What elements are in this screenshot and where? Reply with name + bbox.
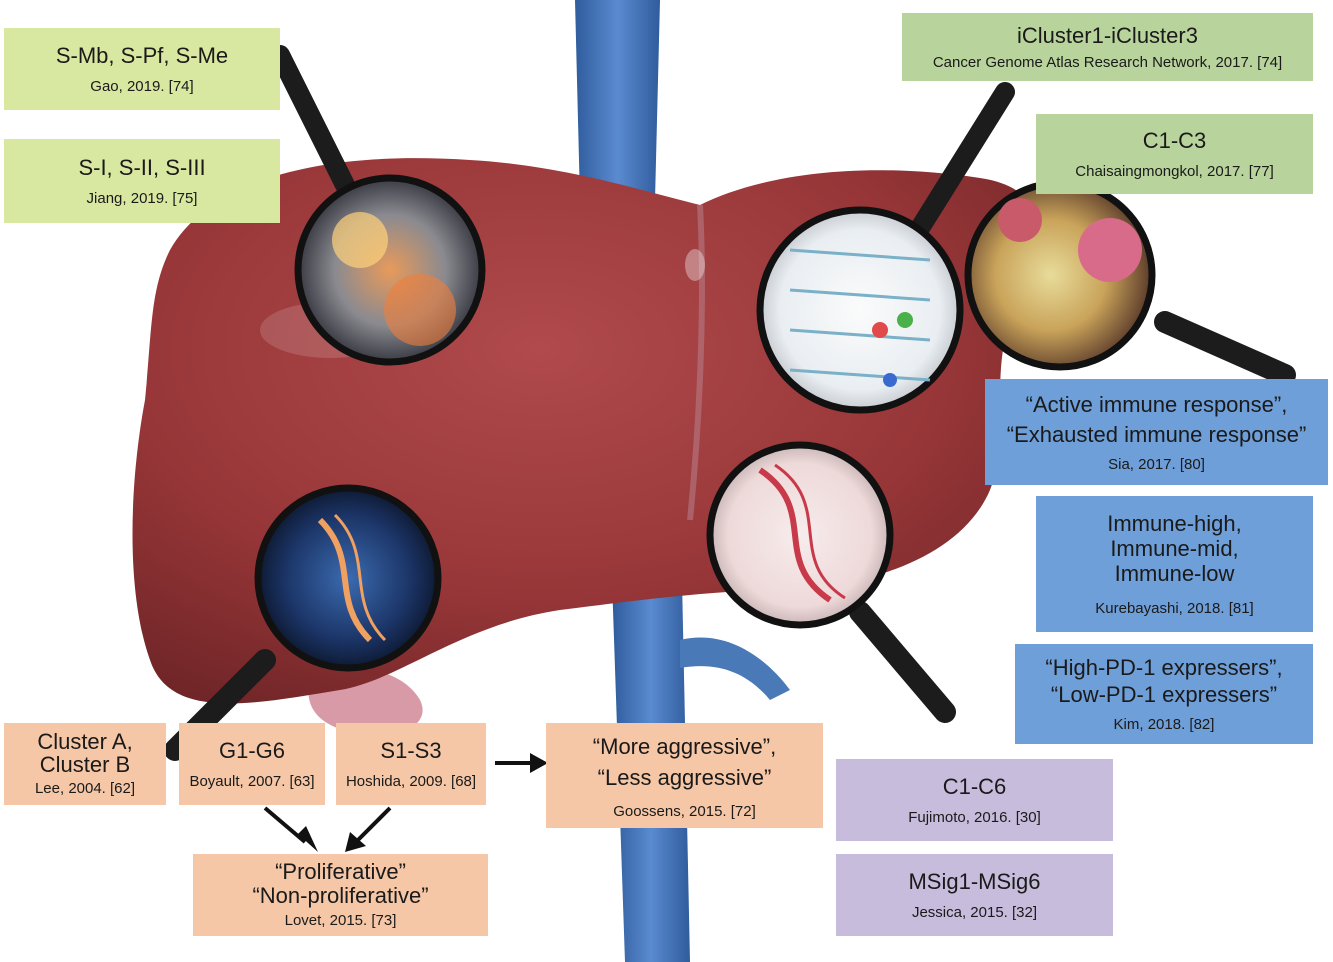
subtype-title: S-I, S-II, S-III <box>78 154 206 180</box>
subtype-box-hoshida: S1-S3 Hoshida, 2009. [68] <box>336 723 486 805</box>
subtype-box-fujimoto: C1-C6 Fujimoto, 2016. [30] <box>836 759 1113 841</box>
subtype-title: C1-C6 <box>942 773 1007 799</box>
subtype-box-icluster: iCluster1-iCluster3 Cancer Genome Atlas … <box>902 13 1313 81</box>
subtype-title: “Active immune response”, “Exhausted imm… <box>1006 392 1307 447</box>
subtype-title: “High-PD-1 expressers”, “Low-PD-1 expres… <box>1045 655 1283 707</box>
citation: Boyault, 2007. [63] <box>189 772 315 790</box>
subtype-title: Cluster A, Cluster B <box>37 729 133 777</box>
subtype-box-jessica: MSig1-MSig6 Jessica, 2015. [32] <box>836 854 1113 936</box>
subtype-box-gao: S-Mb, S-Pf, S-Me Gao, 2019. [74] <box>4 28 280 110</box>
citation: Jiang, 2019. [75] <box>86 189 198 207</box>
subtype-box-kurebayashi: Immune-high, Immune-mid, Immune-low Kure… <box>1036 496 1313 632</box>
magnifying-glass-icon <box>964 179 1296 386</box>
citation: Sia, 2017. [80] <box>1108 456 1205 473</box>
arrow-icon <box>495 753 548 773</box>
magnifying-glass-icon <box>270 45 486 366</box>
citation: Lee, 2004. [62] <box>34 780 136 797</box>
citation: Gao, 2019. [74] <box>90 77 194 95</box>
subtype-box-goossens: “More aggressive”, “Less aggressive” Goo… <box>546 723 823 828</box>
subtype-title: MSig1-MSig6 <box>908 868 1041 894</box>
subtype-title: S-Mb, S-Pf, S-Me <box>55 42 229 68</box>
citation: Lovet, 2015. [73] <box>284 912 397 929</box>
citation: Fujimoto, 2016. [30] <box>908 808 1041 826</box>
citation: Chaisaingmongkol, 2017. [77] <box>1075 162 1274 180</box>
subtype-box-lovet: “Proliferative” “Non-proliferative” Love… <box>193 854 488 936</box>
subtype-box-jiang: S-I, S-II, S-III Jiang, 2019. [75] <box>4 139 280 223</box>
subtype-box-kim: “High-PD-1 expressers”, “Low-PD-1 expres… <box>1015 644 1313 744</box>
subtype-title: S1-S3 <box>380 737 442 763</box>
subtype-box-sia: “Active immune response”, “Exhausted imm… <box>985 379 1328 485</box>
subtype-title: G1-G6 <box>218 737 286 763</box>
citation: Kim, 2018. [82] <box>1113 716 1215 733</box>
arrow-icon <box>345 806 392 852</box>
magnifying-glass-icon <box>706 441 956 723</box>
citation: Cancer Genome Atlas Research Network, 20… <box>932 53 1283 71</box>
subtype-box-boyault: G1-G6 Boyault, 2007. [63] <box>179 723 325 805</box>
citation: Jessica, 2015. [32] <box>911 903 1038 921</box>
subtype-box-chaisaingmongkol: C1-C3 Chaisaingmongkol, 2017. [77] <box>1036 114 1313 194</box>
subtype-box-lee: Cluster A, Cluster B Lee, 2004. [62] <box>4 723 166 805</box>
arrow-icon <box>263 806 318 852</box>
subtype-title: iCluster1-iCluster3 <box>1017 22 1198 48</box>
subtype-title: Immune-high, Immune-mid, Immune-low <box>1107 510 1242 586</box>
subtype-title: C1-C3 <box>1142 127 1207 153</box>
magnifying-glass-icon <box>756 82 1015 414</box>
subtype-title: “Proliferative” “Non-proliferative” <box>252 859 429 908</box>
citation: Goossens, 2015. [72] <box>613 802 756 820</box>
citation: Kurebayashi, 2018. [81] <box>1095 599 1254 617</box>
citation: Hoshida, 2009. [68] <box>345 772 477 790</box>
subtype-title: “More aggressive”, “Less aggressive” <box>592 733 777 790</box>
